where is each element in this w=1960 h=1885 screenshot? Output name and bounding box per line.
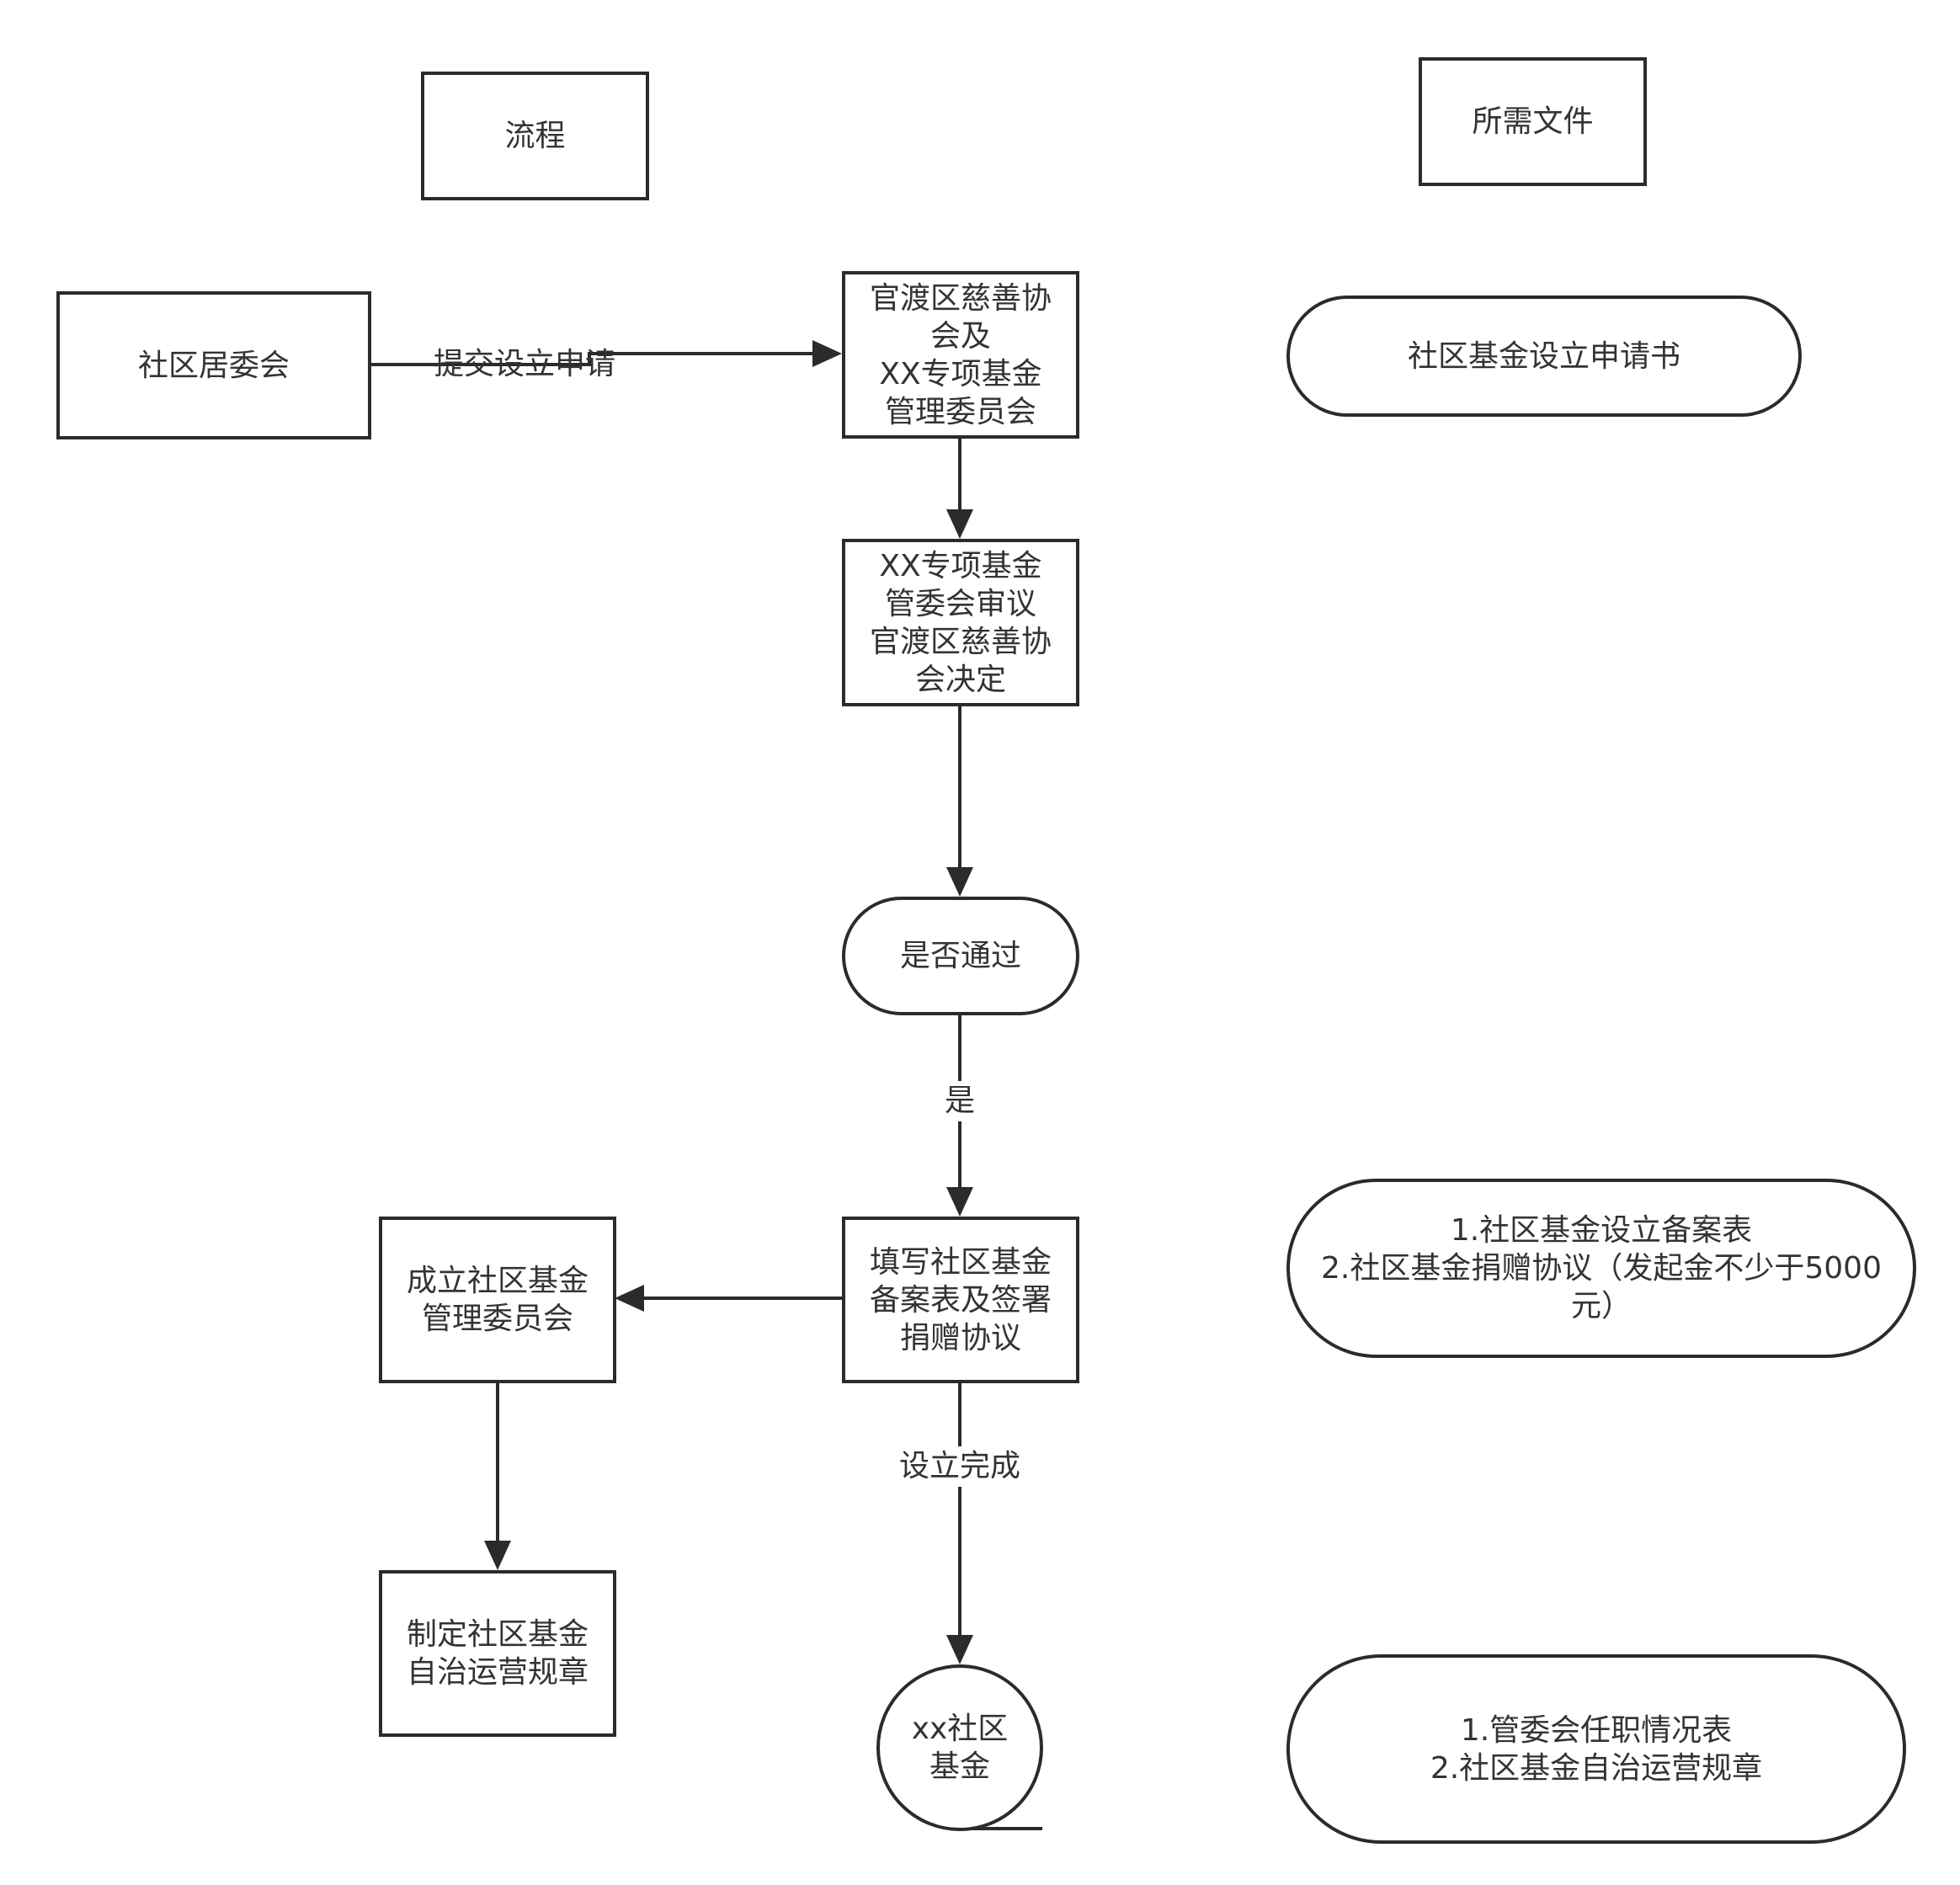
arrowhead — [946, 1635, 973, 1664]
documents-header: 所需文件 — [1419, 57, 1647, 186]
process-header: 流程 — [421, 72, 649, 200]
node-draft-rules: 制定社区基金 自治运营规章 — [379, 1570, 616, 1737]
process-header-label: 流程 — [504, 119, 566, 153]
doc-application: 社区基金设立申请书 — [1286, 296, 1802, 417]
node-community-committee-label: 社区居委会 — [137, 348, 290, 383]
node-establish-committee: 成立社区基金 管理委员会 — [379, 1217, 616, 1383]
edge-label-setup-complete: 设立完成 — [897, 1446, 1023, 1487]
doc-application-label: 社区基金设立申请书 — [1407, 338, 1680, 374]
node-approved-check-label: 是否通过 — [899, 939, 1021, 973]
doc-filing-and-donation: 1.社区基金设立备案表 2.社区基金捐赠协议（发起金不少于5000 元） — [1286, 1179, 1916, 1358]
documents-header-label: 所需文件 — [1472, 104, 1594, 139]
doc-filing-and-donation-label: 1.社区基金设立备案表 2.社区基金捐赠协议（发起金不少于5000 元） — [1321, 1213, 1882, 1323]
arrowhead — [946, 1187, 973, 1217]
node-charity-association-label: 官渡区慈善协 会及 XX专项基金 管理委员会 — [869, 280, 1052, 429]
node-community-fund: xx社区 基金 — [876, 1664, 1043, 1831]
node-review-decision-label: XX专项基金 管委会审议 官渡区慈善协 会决定 — [869, 548, 1052, 697]
node-establish-committee-label: 成立社区基金 管理委员会 — [406, 1264, 589, 1336]
node-fill-form-sign-label: 填写社区基金 备案表及签署 捐赠协议 — [869, 1244, 1052, 1355]
edge-submit-application — [371, 352, 812, 366]
doc-committee-and-rules: 1.管委会任职情况表 2.社区基金自治运营规章 — [1286, 1654, 1906, 1844]
edge-label-yes: 是 — [942, 1081, 977, 1121]
doc-committee-and-rules-label: 1.管委会任职情况表 2.社区基金自治运营规章 — [1430, 1712, 1763, 1786]
node-community-committee: 社区居委会 — [56, 291, 371, 439]
node-fill-form-sign: 填写社区基金 备案表及签署 捐赠协议 — [842, 1217, 1079, 1383]
node-community-fund-label: xx社区 基金 — [911, 1712, 1009, 1784]
arrowhead — [946, 509, 973, 539]
arrowhead — [946, 867, 973, 897]
arrowhead — [484, 1541, 511, 1570]
arrowhead — [812, 340, 842, 367]
node-charity-association: 官渡区慈善协 会及 XX专项基金 管理委员会 — [842, 271, 1079, 439]
arrowhead — [615, 1285, 644, 1312]
edge-label-submit-application: 提交设立申请 — [433, 347, 616, 381]
node-approved-check: 是否通过 — [842, 897, 1079, 1015]
node-review-decision: XX专项基金 管委会审议 官渡区慈善协 会决定 — [842, 539, 1079, 706]
node-draft-rules-label: 制定社区基金 自治运营规章 — [406, 1617, 589, 1690]
